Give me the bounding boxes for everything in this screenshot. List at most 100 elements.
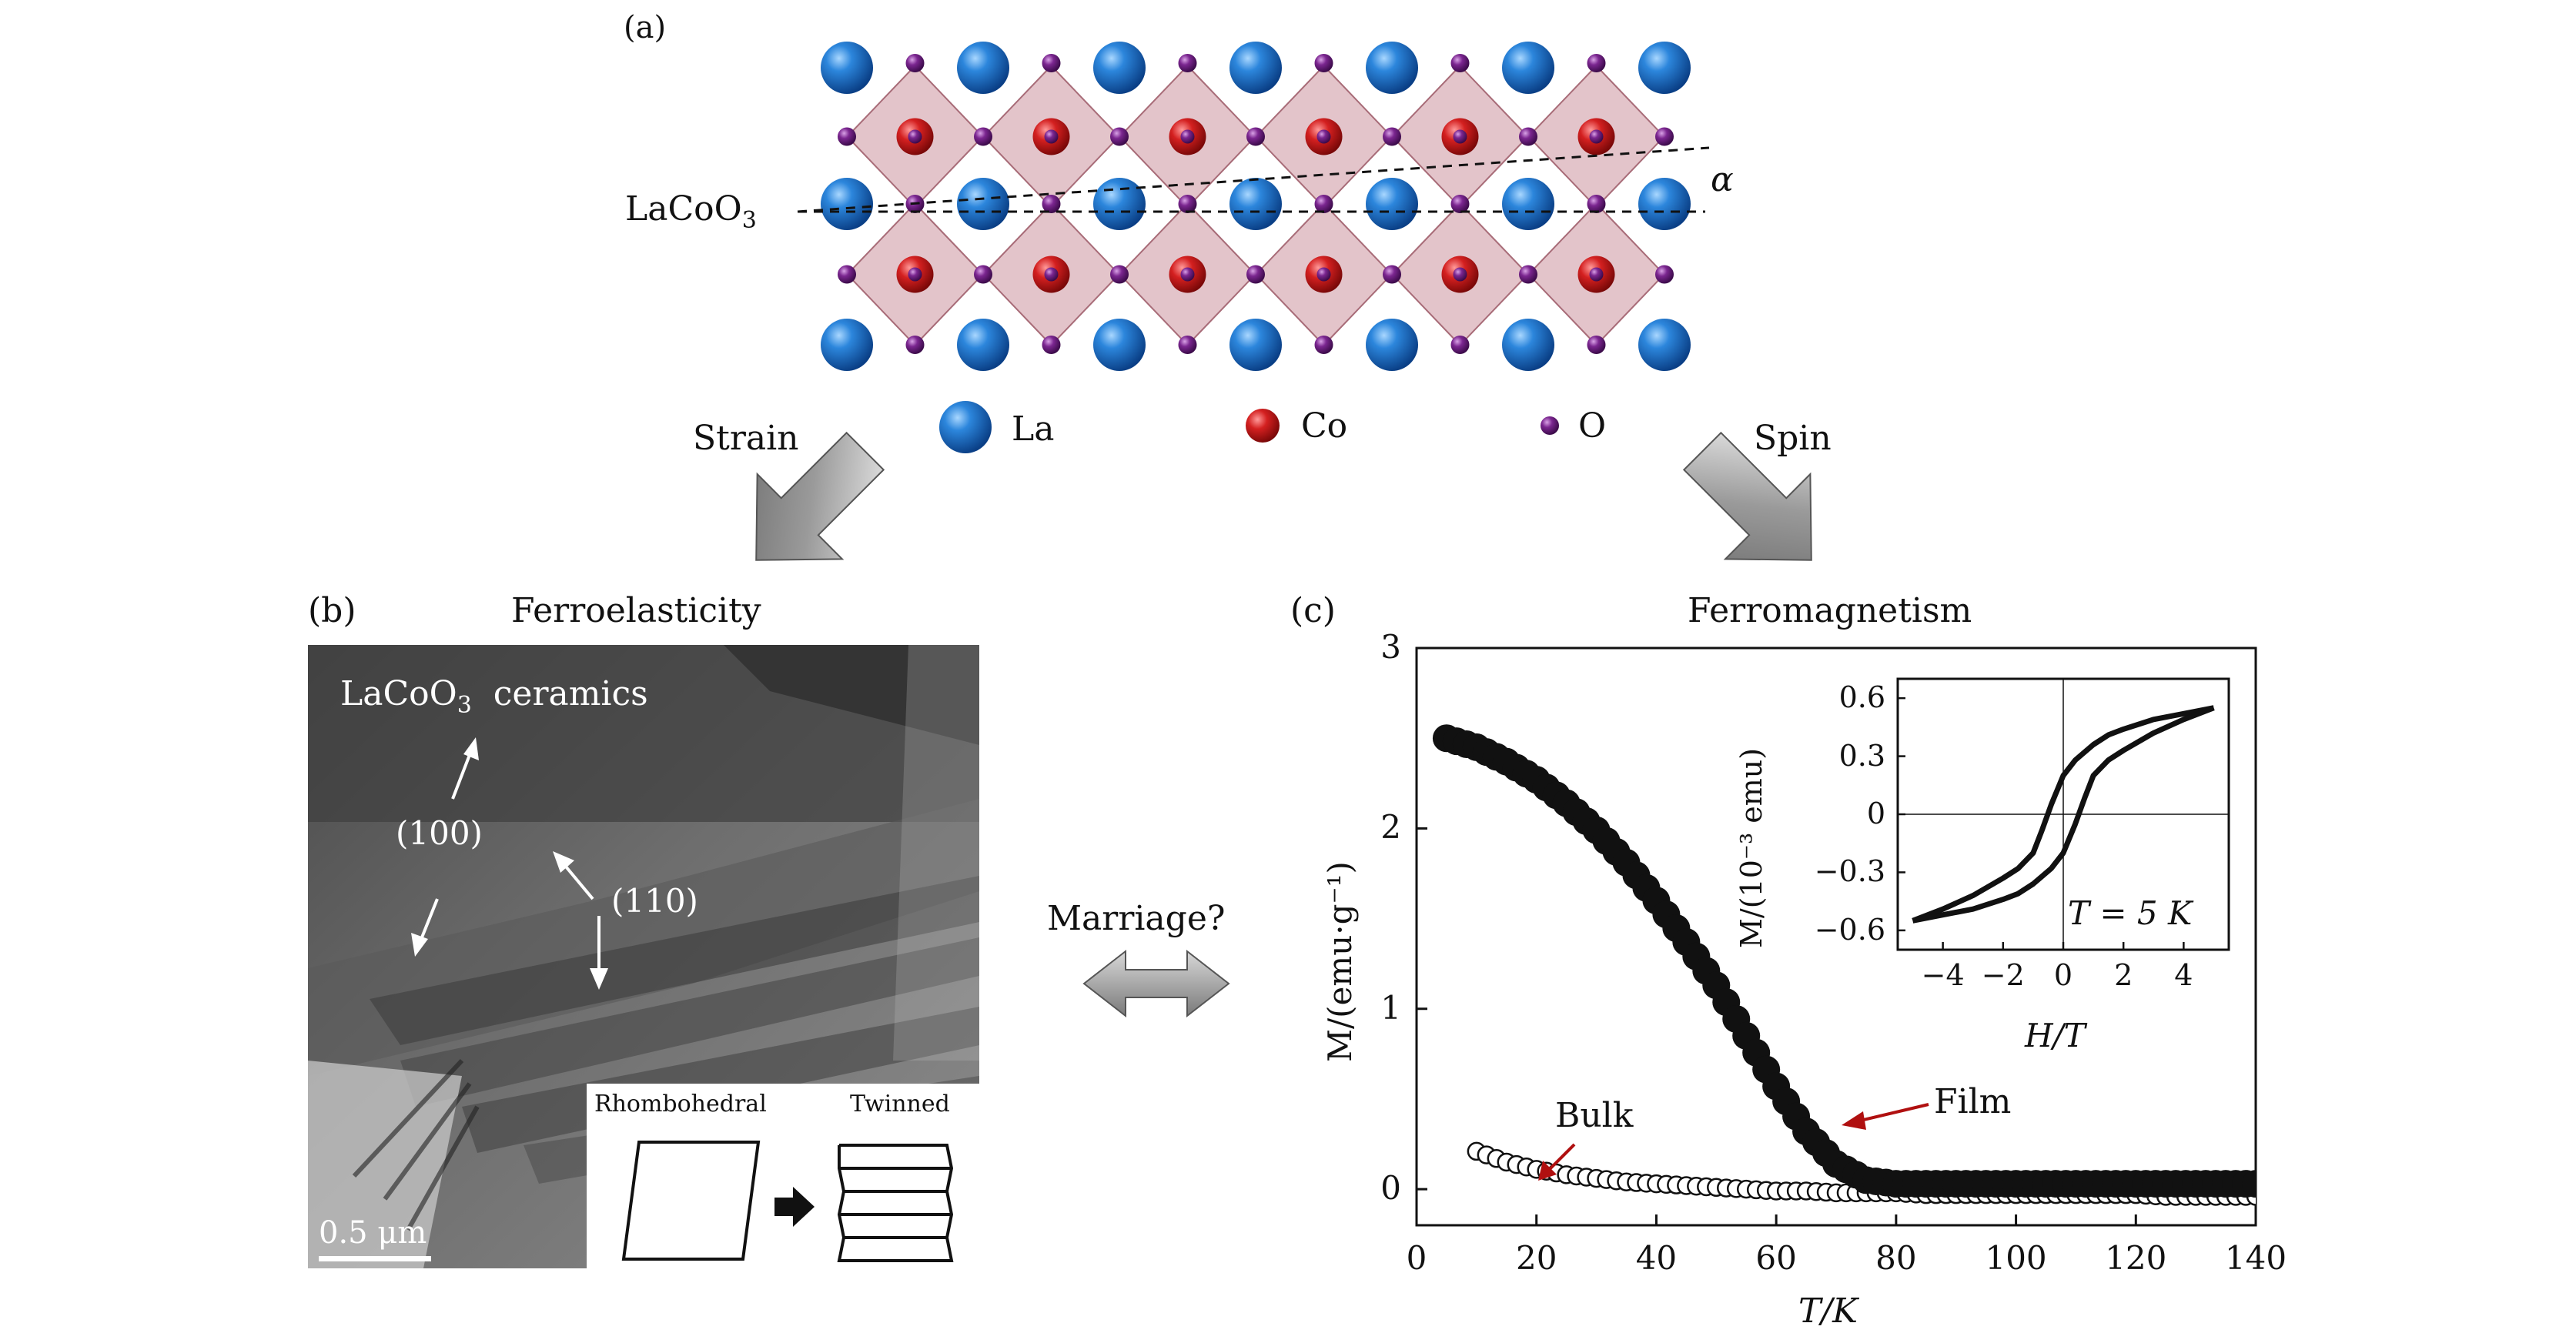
panel-a-label: (a) <box>624 10 667 45</box>
lanthanum-atom <box>1366 42 1418 94</box>
crystal-structure <box>821 42 1691 371</box>
lanthanum-atom <box>1366 178 1418 230</box>
inset-temperature-label: T = 5 K <box>2068 894 2193 932</box>
bulk-annotation-arrow <box>1538 1143 1576 1181</box>
spin-arrow <box>1682 431 1812 561</box>
photo-caption: LaCoO3 ceramics <box>340 677 648 717</box>
lanthanum-atom <box>1638 178 1691 230</box>
main-x-tick-label: 20 <box>1515 1239 1557 1277</box>
lanthanum-atom <box>1229 42 1282 94</box>
panel-b-label: (b) <box>308 591 356 630</box>
oxygen-atom <box>905 54 925 72</box>
tem-micrograph-graphic <box>308 645 979 1268</box>
inset-left-label: Rhombohedral <box>594 1091 767 1118</box>
lanthanum-atom <box>1229 178 1282 230</box>
lanthanum-atom <box>1502 42 1554 94</box>
lanthanum-atom <box>957 42 1009 94</box>
oxygen-atom <box>908 267 922 282</box>
angle-label: α <box>1711 160 1734 199</box>
inset-x-tick-label: 4 <box>2174 958 2193 992</box>
twinned-shape <box>837 1144 954 1262</box>
oxygen-atom <box>974 265 992 284</box>
scale-bar-label: 0.5 μm <box>319 1215 427 1251</box>
oxygen-atom <box>1314 195 1333 213</box>
oxygen-atom <box>1383 265 1401 284</box>
legend-la-sphere <box>939 401 992 453</box>
lanthanum-atom <box>821 42 873 94</box>
oxygen-atom <box>1587 54 1606 72</box>
oxygen-atom <box>1180 129 1195 144</box>
oxygen-atom <box>1316 267 1331 282</box>
inset-y-tick-label: 0.6 <box>1838 680 1885 715</box>
main-y-tick-label: 3 <box>1380 628 1401 666</box>
lanthanum-atom <box>821 178 873 230</box>
oxygen-atom <box>1383 127 1401 146</box>
inset-xlabel: H/T <box>2025 1017 2086 1054</box>
oxygen-atom <box>1042 54 1061 72</box>
inset-right-label: Twinned <box>850 1091 950 1118</box>
main-plot-frame <box>1415 646 2257 1227</box>
main-x-tick-label: 140 <box>2224 1239 2287 1277</box>
oxygen-atom <box>1246 265 1265 284</box>
panel-c-label: (c) <box>1290 591 1336 630</box>
oxygen-atom <box>1178 336 1197 354</box>
marriage-label: Marriage? <box>1047 899 1226 938</box>
main-y-tick-label: 1 <box>1380 988 1401 1027</box>
inset-y-tick-label: −0.3 <box>1814 854 1885 889</box>
strain-label: Strain <box>693 419 799 458</box>
film-data-point <box>2242 1170 2256 1198</box>
main-x-tick-label: 60 <box>1755 1239 1797 1277</box>
legend-co-label: Co <box>1301 406 1348 446</box>
inset-y-tick-label: 0 <box>1866 797 1885 830</box>
film-label: Film <box>1934 1082 2012 1121</box>
main-x-tick-label: 100 <box>1985 1239 2047 1277</box>
oxygen-atom <box>1246 127 1265 146</box>
main-x-tick-label: 0 <box>1406 1239 1427 1277</box>
lanthanum-atom <box>821 319 873 371</box>
photo-caption-tail: ceramics <box>493 674 648 713</box>
bulk-label: Bulk <box>1555 1096 1634 1135</box>
oxygen-atom <box>1044 129 1059 144</box>
main-x-tick-label: 80 <box>1875 1239 1917 1277</box>
lanthanum-atom <box>1093 178 1146 230</box>
oxygen-atom <box>1042 336 1061 354</box>
oxygen-atom <box>1450 195 1470 213</box>
main-ylabel: M/(emu·g⁻¹) <box>1321 861 1359 1062</box>
main-chart <box>1415 646 2257 1227</box>
inset-x-tick-label: 0 <box>2053 958 2073 992</box>
oxygen-atom <box>1178 195 1197 213</box>
legend-o-label: O <box>1578 406 1607 446</box>
inset-y-tick-label: 0.3 <box>1838 738 1885 773</box>
compound-label: LaCoO3 <box>625 192 757 232</box>
oxygen-atom <box>974 127 992 146</box>
label-100: (100) <box>396 814 483 852</box>
oxygen-atom <box>838 265 856 284</box>
marriage-double-arrow <box>1082 949 1230 1018</box>
oxygen-atom <box>1314 336 1333 354</box>
main-y-tick-label: 0 <box>1380 1169 1401 1208</box>
lanthanum-atom <box>1638 319 1691 371</box>
oxygen-atom <box>1314 54 1333 72</box>
oxygen-atom <box>1180 267 1195 282</box>
oxygen-atom <box>1519 265 1537 284</box>
lanthanum-atom <box>957 178 1009 230</box>
oxygen-atom <box>1587 336 1606 354</box>
inset-x-tick-label: −4 <box>1921 958 1965 992</box>
lanthanum-atom <box>1229 319 1282 371</box>
lanthanum-atom <box>1502 178 1554 230</box>
oxygen-atom <box>1110 265 1129 284</box>
oxygen-atom <box>1589 129 1604 144</box>
hysteresis-branch-down <box>1912 705 2215 924</box>
lanthanum-atom <box>1502 319 1554 371</box>
oxygen-atom <box>838 127 856 146</box>
main-x-tick-label: 40 <box>1635 1239 1678 1277</box>
lanthanum-atom <box>1638 42 1691 94</box>
lanthanum-atom <box>957 319 1009 371</box>
panel-b-title: Ferroelasticity <box>511 591 761 630</box>
main-xlabel: T/K <box>1798 1291 1858 1331</box>
dashed-line-horizontal <box>797 146 1710 213</box>
legend-o-sphere <box>1541 416 1559 435</box>
inset-x-tick-label: −2 <box>1981 958 2025 992</box>
oxygen-atom <box>1453 267 1467 282</box>
